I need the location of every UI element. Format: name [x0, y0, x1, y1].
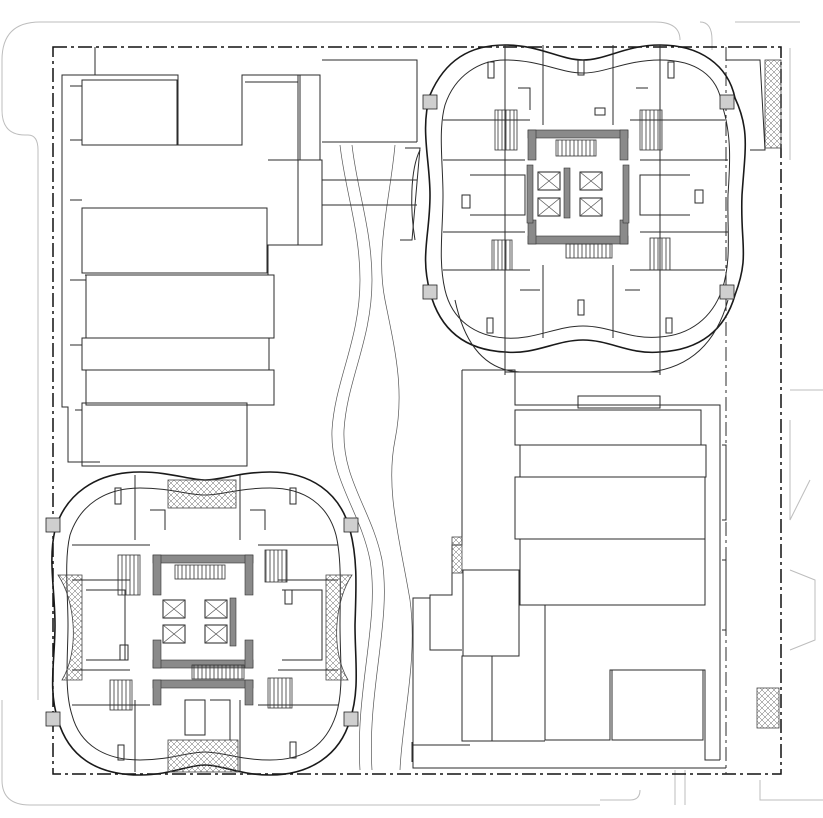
southeast-building-block: [411, 59, 782, 769]
property-boundary: [52, 46, 782, 775]
elevator-bank-northeast: [537, 167, 603, 219]
tower-southwest: [45, 471, 359, 776]
west-building-block: [61, 47, 421, 467]
landscape-path: [331, 144, 413, 771]
east-stair-north: [764, 59, 782, 149]
street-curbs: [1, 21, 823, 806]
east-stair-south: [756, 687, 780, 729]
ramp-stair: [451, 536, 463, 574]
elevator-bank-southwest: [162, 597, 237, 647]
tower-northeast: [411, 44, 747, 375]
